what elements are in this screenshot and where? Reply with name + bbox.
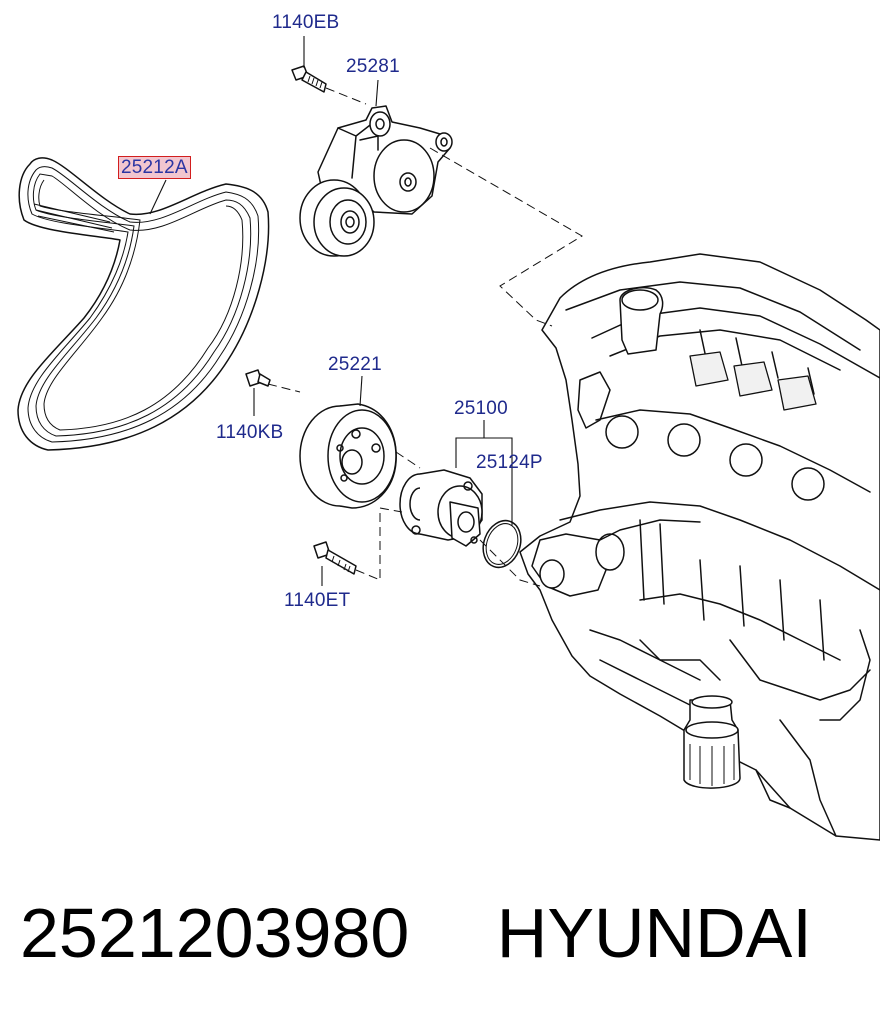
callout-25281[interactable]: 25281: [346, 56, 400, 77]
callout-25124p[interactable]: 25124P: [476, 452, 543, 473]
caption: 2521203980 HYUNDAI: [20, 888, 870, 998]
callout-1140kb[interactable]: 1140KB: [216, 422, 284, 443]
water-pump: [399, 469, 483, 547]
brand-name: HYUNDAI: [496, 894, 812, 972]
part-number: 2521203980: [20, 894, 410, 972]
tensioner-bolt: [291, 65, 327, 93]
engine-block: [519, 253, 880, 841]
callout-1140eb[interactable]: 1140EB: [272, 12, 340, 33]
pulley-bolt: [245, 369, 271, 387]
water-pump-bolt: [313, 541, 357, 575]
callout-25100[interactable]: 25100: [454, 398, 508, 419]
exploded-parts-diagram: [17, 36, 880, 841]
water-pump-gasket: [482, 519, 522, 569]
belt-tensioner: [299, 105, 453, 257]
drive-belt: [17, 157, 270, 451]
callout-25212a[interactable]: 25212A: [118, 156, 191, 179]
leader-lines: [149, 36, 583, 587]
callout-1140et[interactable]: 1140ET: [284, 590, 351, 611]
callout-25221[interactable]: 25221: [328, 354, 382, 375]
water-pump-pulley: [299, 403, 397, 509]
